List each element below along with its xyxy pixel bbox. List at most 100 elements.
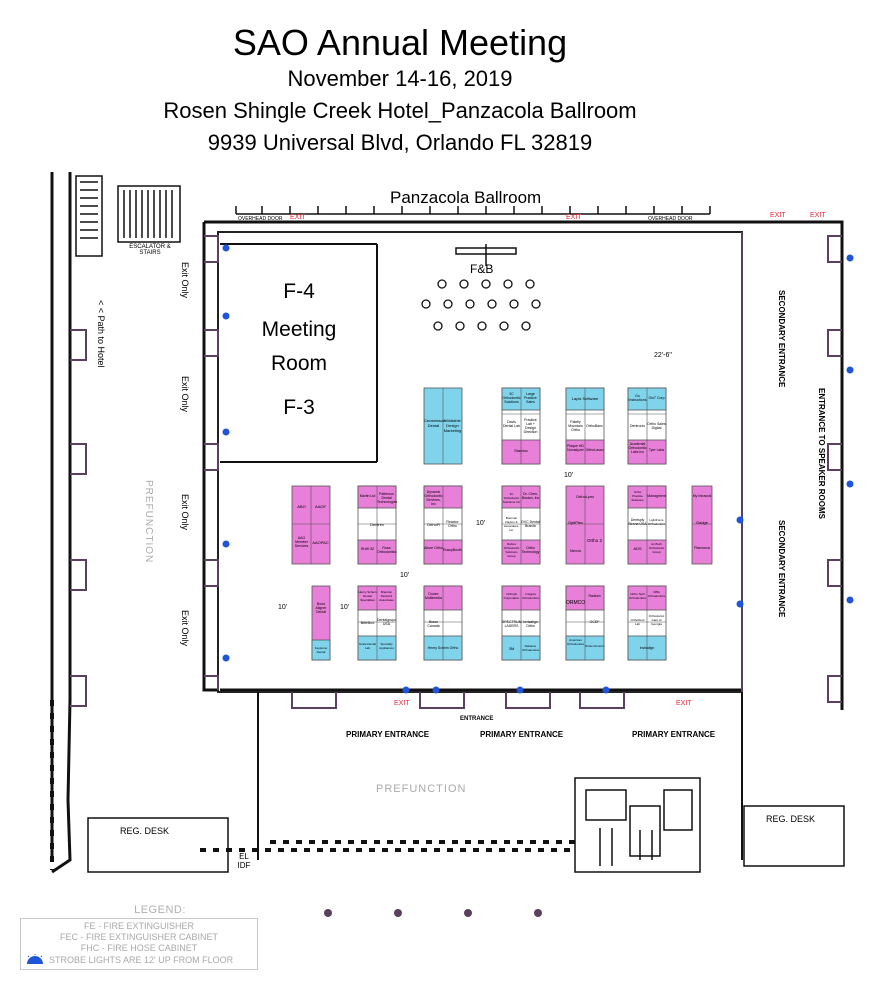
booth-ortho-sales[interactable]: Ortho Sales Digital (647, 422, 666, 430)
booth-3c-inc[interactable]: 3C Orthodontic Solutions Inc (502, 492, 521, 504)
booth-orthofi[interactable]: OrthoFi (426, 522, 441, 527)
booth-stardoc[interactable]: Stardoc (514, 448, 528, 453)
exit-only-3: Exit Only (180, 494, 190, 531)
escalator-label: ESCALATOR & STAIRS (129, 244, 171, 256)
booth-dynamic-ortho[interactable]: Dynamic Orthodontic Services, Inc (424, 490, 443, 506)
meeting-room-f3: F-3 (283, 396, 315, 419)
booth-optiplex[interactable]: OptiPlex (567, 520, 584, 525)
legend-title: LEGEND: (134, 904, 186, 916)
booth-practice-lab[interactable]: Practice Lab + Design Direction (523, 418, 538, 434)
booth-lapis[interactable]: Lapis Software (571, 396, 599, 401)
reg-desk-left: REG. DESK (120, 826, 170, 836)
booth-hs-ortho[interactable]: Henry Schein Ortho (427, 646, 459, 650)
booth-large-practice[interactable]: Large Practice Sales (524, 392, 537, 404)
booth-doctor-multimedia[interactable]: Doctor Multimedia (425, 592, 442, 600)
booth-ads[interactable]: ADS (633, 546, 642, 551)
booth-ortho-care-georgia[interactable]: Orthodontic Care of Georgia (648, 614, 665, 626)
reg-desk-right: REG. DESK (766, 814, 816, 824)
booth-smile-lab[interactable]: Smile Dental Lab (358, 642, 376, 650)
booth-orthobanc[interactable]: OrthoBanc (586, 424, 603, 428)
exit-only-4: Exit Only (180, 610, 190, 647)
booth-3c-solutions[interactable]: 3C Orthodontic Solutions (502, 392, 521, 404)
legend-strobe-text: STROBE LIGHTS ARE 12' UP FROM FLOOR (49, 955, 234, 965)
booth-wildtable[interactable]: Wildtable Design Marketing (443, 418, 462, 433)
booth-american-ortho[interactable]: American Orthodontics (566, 638, 584, 646)
booth-invisalign[interactable]: Invisalign (639, 646, 655, 650)
booth-orthopli[interactable]: Orthopli Corporation (503, 592, 520, 600)
booth-dentrex[interactable]: Dentrex (369, 522, 384, 527)
booth-bond-aligner[interactable]: Bond Aligner Dental (315, 602, 327, 614)
booth-acadental[interactable]: Acadental Orthodontic Labs Inc (628, 442, 647, 454)
booth-ortholasso[interactable]: OrthoLasso (585, 448, 604, 452)
booth-keystone[interactable]: Keystone Dental (314, 646, 328, 654)
booth-nexxo[interactable]: Nexxo (569, 548, 582, 553)
booth-martin[interactable]: Martin Ltd (359, 494, 376, 498)
booth-glut[interactable]: GluT Corp (648, 396, 665, 400)
meeting-room-f4: F-4 (283, 280, 315, 303)
booth-davis-dental[interactable]: Davis Dental Lab (503, 420, 520, 428)
booth-invisalign-ortho[interactable]: Invisalign Ortho (523, 620, 538, 628)
booth-allure[interactable]: Allure Ortho (424, 546, 443, 550)
booth-ceramiracle[interactable]: Ceramiracle Dental (424, 418, 446, 428)
booth-ocef[interactable]: OCEF (589, 620, 600, 624)
booth-block-row2g[interactable] (691, 485, 713, 565)
booth-amtech[interactable]: AmTech Orthodontic Group (648, 542, 665, 554)
booth-brennan[interactable]: Brennan Dayton & Associates, Inc. (503, 516, 520, 532)
booth-dentsply[interactable]: Dentsply Sirona USA (628, 518, 647, 526)
booth-ortho2[interactable]: Ortho 2 (586, 538, 602, 543)
booth-planmeca[interactable]: Planmeca (694, 546, 710, 550)
booth-ortho-tech[interactable]: Ortho Technology (521, 546, 540, 554)
booth-bitebox[interactable]: BiteBox (360, 620, 375, 625)
event-address: 9939 Universal Blvd, Orlando FL 32819 (207, 130, 593, 155)
booth-rosa[interactable]: Rosa Orthodontics (377, 546, 397, 554)
booth-reliance[interactable]: Reliance Orthodontics (521, 644, 539, 652)
booth-brandon[interactable]: Brandon Dental & Associates (379, 590, 394, 602)
booth-lightforce[interactable]: LightForce Orthodontics (647, 518, 665, 526)
dim-10-d: 10' (476, 520, 486, 527)
booth-orthodent[interactable]: OrthoDent Lab (630, 618, 645, 626)
booth-patterson[interactable]: Patterson Dental Technologies (377, 492, 398, 504)
inner-walls (217, 231, 743, 860)
booth-ortho-tech-ortho[interactable]: Ortho Tech Orthodontics (628, 592, 646, 600)
booth-managment[interactable]: Managment (647, 494, 666, 498)
booth-aao-member[interactable]: AAO Member Services (294, 536, 309, 548)
booth-specialty-appliances[interactable]: Specialty Appliances (379, 642, 394, 650)
booth-shift32[interactable]: Shift 32 (360, 546, 375, 551)
booth-patelly[interactable]: Patelly Mountain Ortho (568, 420, 583, 432)
booth-russybooth[interactable]: RussyBooth (443, 548, 462, 552)
booth-aaopac[interactable]: AAOPAC (312, 540, 329, 545)
outer-walls (50, 172, 844, 874)
booth-aaof[interactable]: AAOF (315, 504, 326, 509)
booth-abo[interactable]: ABO (297, 504, 306, 509)
booth-ortholynx[interactable]: OrthoLynx (575, 494, 595, 499)
exit-only-2: Exit Only (180, 376, 190, 413)
primary-entrance-3: PRIMARY ENTRANCE (632, 730, 716, 739)
booth-dvc[interactable]: DVC Dental Brands (521, 520, 540, 528)
booth-plaque-hd[interactable]: Plaque HD Nomalyzer (567, 444, 584, 452)
service-rooms (87, 777, 845, 873)
booth-obg[interactable]: OBG Orthodontics (647, 590, 665, 598)
booth-gadge[interactable]: Gadge (695, 520, 708, 525)
wall-pilasters (70, 235, 842, 707)
dim-10-e: 10' (400, 572, 410, 579)
booth-go-instructions[interactable]: Go Instructions (628, 394, 647, 402)
legend-strobe-row: STROBE LIGHTS ARE 12' UP FROM FLOOR (25, 954, 253, 966)
booth-dentalgrupo[interactable]: Dentalgrupo USA (377, 618, 397, 626)
exit-sign-3: EXIT (770, 212, 786, 219)
booth-reactor[interactable]: Reactor Ortho (446, 520, 459, 528)
booth-brace-canada[interactable]: Brace Canada (427, 620, 440, 628)
booth-dentronix[interactable]: Dentronix (630, 424, 645, 428)
booth-smile-doctors[interactable]: Smile Doctors (585, 644, 604, 648)
booth-radium[interactable]: Radium (588, 594, 601, 598)
booth-3m[interactable]: 3M (508, 646, 515, 651)
booth-ortho-practice[interactable]: Ortho Practice Solutions (631, 490, 644, 502)
booth-my-intraoral[interactable]: My Intraoral (692, 494, 712, 498)
booth-ormco[interactable]: ORMCO (566, 600, 586, 606)
booth-rebus[interactable]: Rebus Orthodontic Solutions Group (503, 542, 520, 558)
event-title: SAO Annual Meeting (232, 22, 568, 63)
booth-spectrum[interactable]: SPECTRUM LASERS (502, 620, 522, 628)
booth-tyer[interactable]: Tyer Labs (648, 448, 665, 452)
booth-dr-chen[interactable]: Dr. Chen, Boston, Inc (521, 492, 540, 500)
booth-hs-specialties[interactable]: Henry Schein Dental Specialties (358, 590, 377, 602)
booth-insignia[interactable]: Insignia Orthodontics (521, 592, 539, 600)
